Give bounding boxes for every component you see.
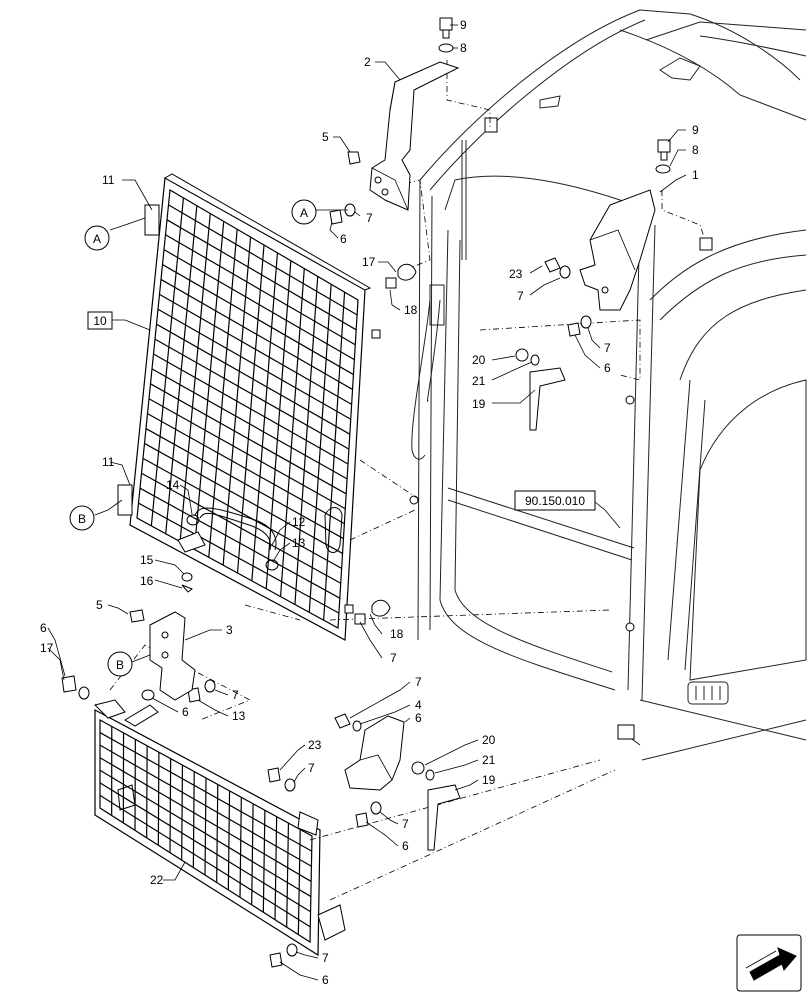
- lower-guard-wire: [240, 797, 241, 897]
- window-guard-wire: [169, 205, 358, 315]
- callout-23: 7: [415, 675, 422, 689]
- reference-code-label: 90.150.010: [525, 494, 585, 508]
- callout-17: 17: [362, 255, 376, 269]
- callout-20: 20: [482, 733, 496, 747]
- lower-guard-wire: [263, 810, 265, 912]
- reference-code-box[interactable]: 90.150.010: [515, 491, 595, 510]
- reference-circle-a-left: A: [85, 226, 109, 250]
- callout-7: 7: [604, 341, 611, 355]
- callout-17: 18: [390, 627, 404, 641]
- lower-guard-wire: [287, 823, 289, 927]
- lower-guard-wire: [252, 804, 253, 905]
- callout-7: 7: [517, 289, 524, 303]
- callout-21: 21: [482, 753, 496, 767]
- callout-18: 7: [390, 651, 397, 665]
- navigation-arrow-icon[interactable]: [737, 935, 801, 991]
- reference-letter: A: [300, 206, 308, 220]
- callout-23: 23: [509, 267, 523, 281]
- callout-13: 13: [292, 536, 306, 550]
- callout-6: 13: [232, 709, 246, 723]
- callout-4: 6: [415, 711, 422, 725]
- callout-2: 2: [364, 55, 371, 69]
- lower-guard-wire: [298, 830, 300, 935]
- callout-9: 9: [692, 123, 699, 137]
- callout-11: 11: [102, 173, 115, 187]
- callout-7: 4: [415, 698, 422, 712]
- reference-circle-b-bottom: B: [108, 652, 132, 676]
- part-number-label: 10: [93, 314, 107, 328]
- callout-18: 18: [404, 303, 418, 317]
- callout-5: 5: [322, 130, 329, 144]
- callout-9: 9: [460, 18, 467, 32]
- callout-7: 6: [40, 621, 47, 635]
- reference-circle-a-top: A: [292, 200, 316, 224]
- callout-20: 20: [472, 353, 486, 367]
- callout-6: 6: [604, 361, 611, 375]
- window-guard-wire: [167, 220, 356, 330]
- lower-guard-wire: [228, 791, 229, 890]
- boxed-label-10: 10: [88, 312, 112, 329]
- callout-14: 14: [166, 478, 180, 492]
- bracket-part-3: [150, 612, 195, 700]
- callout-12: 12: [292, 515, 306, 529]
- lower-guard-wire: [275, 817, 277, 920]
- callout-13: 6: [182, 705, 189, 719]
- callout-1: 1: [692, 168, 699, 182]
- callout-16: 16: [140, 574, 154, 588]
- callout-6: 6: [340, 232, 347, 246]
- callout-7: 7: [366, 211, 373, 225]
- callout-19: 19: [472, 397, 486, 411]
- callout-6: 6: [402, 839, 409, 853]
- callout-22: 22: [150, 873, 164, 887]
- cab-structure: [410, 10, 806, 760]
- reference-letter: B: [78, 512, 86, 526]
- callout-8: 8: [692, 143, 699, 157]
- callout-3: 3: [226, 623, 233, 637]
- callout-7: 7: [402, 817, 409, 831]
- bracket-part-1: [580, 190, 655, 310]
- callout-6: 17: [40, 641, 54, 655]
- reference-letter: A: [93, 232, 101, 246]
- callout-21: 21: [472, 374, 486, 388]
- callout-8: 8: [460, 41, 467, 55]
- callout-7: 7: [322, 951, 329, 965]
- callout-5: 5: [96, 598, 103, 612]
- callout-15: 15: [140, 553, 154, 567]
- callout-7: 7: [232, 688, 239, 702]
- callout-7: 7: [308, 761, 315, 775]
- window-guard-wire: [166, 235, 356, 345]
- callout-6: 6: [322, 973, 329, 987]
- bracket-part-2: [370, 62, 458, 210]
- callout-6: 23: [308, 738, 322, 752]
- callout-19: 19: [482, 773, 496, 787]
- callout-11: 11: [102, 455, 115, 469]
- reference-letter: B: [116, 658, 124, 672]
- reference-circle-b-left: B: [70, 506, 94, 530]
